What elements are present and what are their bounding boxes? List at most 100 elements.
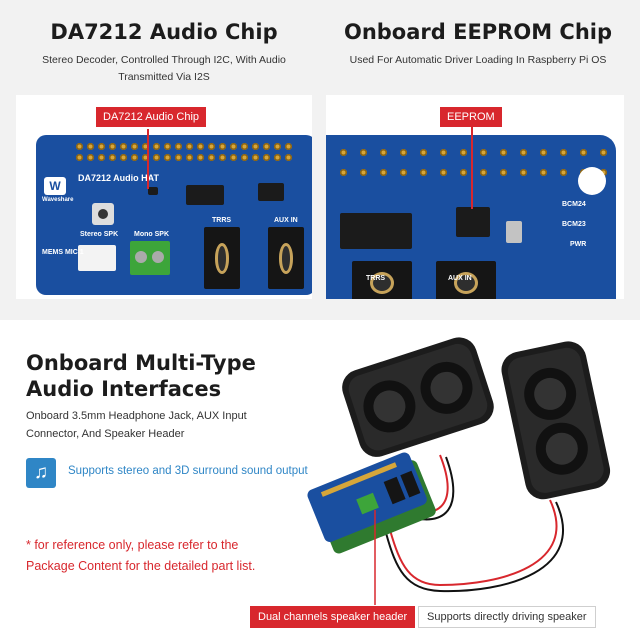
reference-note-line1: * for reference only, please refer to th… [26, 538, 239, 552]
header-pin [263, 154, 270, 161]
header-pin [274, 143, 281, 150]
header-pin [87, 143, 94, 150]
header-pin [400, 169, 407, 176]
header-pin [560, 169, 567, 176]
header-pin [120, 154, 127, 161]
header-pin [98, 143, 105, 150]
bcm23-label: BCM23 [562, 221, 586, 228]
right-section-subtitle: Used For Automatic Driver Loading In Ras… [349, 54, 607, 66]
header-pin [142, 154, 149, 161]
direct-drive-callout: Supports directly driving speaker [418, 606, 596, 628]
header-pin [440, 169, 447, 176]
header-pin [164, 143, 171, 150]
header-pin [460, 169, 467, 176]
header-pin [560, 149, 567, 156]
header-pin [230, 154, 237, 161]
header-pin [360, 169, 367, 176]
trrs-jack-zoom [352, 261, 412, 299]
mic-label: MEMS MIC 1 [42, 249, 84, 256]
header-pin [241, 143, 248, 150]
header-pin [400, 149, 407, 156]
header-pin [274, 154, 281, 161]
eeprom-board-zoom: TRRS AUX IN BCM24 BCM23 PWR [326, 135, 616, 299]
stereo-spk-label: Stereo SPK [80, 231, 119, 238]
header-pin [420, 149, 427, 156]
header-pin [230, 143, 237, 150]
header-pin [460, 149, 467, 156]
audio-hat-board: W Waveshare DA7212 Audio HAT MEMS MIC 1 [36, 135, 312, 295]
header-pin [420, 169, 427, 176]
header-pin [153, 154, 160, 161]
music-note-icon: ♫ [26, 458, 56, 488]
reset-button [92, 203, 114, 225]
aux-jack [268, 227, 304, 289]
header-pin [380, 169, 387, 176]
header-pin [500, 149, 507, 156]
passive-component [506, 221, 522, 243]
header-pin [153, 143, 160, 150]
aux-jack-zoom [436, 261, 496, 299]
header-pin [219, 143, 226, 150]
mounting-hole [578, 167, 606, 195]
header-pin [500, 169, 507, 176]
header-pin [600, 149, 607, 156]
trrs-label-zoom: TRRS [366, 275, 386, 282]
codec-chip-zoom [340, 213, 412, 249]
right-section-title: Onboard EEPROM Chip [343, 20, 613, 44]
header-pin [87, 154, 94, 161]
interfaces-description: Onboard 3.5mm Headphone Jack, AUX Input … [26, 410, 247, 440]
left-section-subtitle: Stereo Decoder, Controlled Through I2C, … [42, 54, 286, 83]
waveshare-logo: W [44, 177, 66, 195]
header-pin [109, 143, 116, 150]
header-pin [175, 143, 182, 150]
screw-terminal [130, 241, 170, 275]
header-pin [340, 169, 347, 176]
header-pin [360, 149, 367, 156]
header-pin [131, 154, 138, 161]
header-pin [241, 154, 248, 161]
regulator-chip [258, 183, 284, 201]
header-pin [208, 143, 215, 150]
trrs-label: TRRS [212, 217, 232, 224]
speaker-header-callout: Dual channels speaker header [250, 606, 416, 628]
speaker-connector [78, 245, 116, 271]
header-pin [131, 143, 138, 150]
left-speaker [342, 337, 494, 457]
interfaces-title-line1: Onboard Multi-Type [26, 351, 256, 375]
pwr-label: PWR [570, 241, 587, 248]
reference-note: * for reference only, please refer to th… [26, 535, 316, 577]
header-pin [219, 154, 226, 161]
right-speaker [501, 341, 611, 500]
reference-note-line2: Package Content for the detailed part li… [26, 559, 256, 573]
interfaces-title-line2: Audio Interfaces [26, 377, 222, 401]
header-pin [120, 143, 127, 150]
header-pin [197, 154, 204, 161]
header-pin [76, 154, 83, 161]
left-section-title: DA7212 Audio Chip [50, 20, 278, 44]
header-pin [540, 169, 547, 176]
left-callout-line [147, 129, 149, 189]
header-pin [580, 149, 587, 156]
header-pin [142, 143, 149, 150]
right-callout-line [471, 127, 473, 209]
header-pin [285, 143, 292, 150]
header-pin [520, 169, 527, 176]
left-callout-tag: DA7212 Audio Chip [96, 107, 207, 127]
brand-label: Waveshare [42, 197, 74, 203]
header-pin [252, 154, 259, 161]
left-board-image: W Waveshare DA7212 Audio HAT MEMS MIC 1 [16, 95, 312, 299]
aux-in-label-zoom: AUX IN [448, 275, 472, 282]
model-label: DA7212 Audio HAT [78, 173, 160, 183]
hat-on-raspberry-pi [307, 452, 436, 554]
bcm24-label: BCM24 [562, 201, 586, 208]
trrs-jack [204, 227, 240, 289]
right-board-image: TRRS AUX IN BCM24 BCM23 PWR EEPROM [326, 95, 624, 299]
header-pin [164, 154, 171, 161]
header-pin [197, 143, 204, 150]
header-pin [175, 154, 182, 161]
da7212-chip [148, 187, 158, 195]
header-pin [520, 149, 527, 156]
speakers-illustration [307, 337, 611, 605]
eeprom-chip [456, 207, 490, 237]
header-pin [186, 154, 193, 161]
